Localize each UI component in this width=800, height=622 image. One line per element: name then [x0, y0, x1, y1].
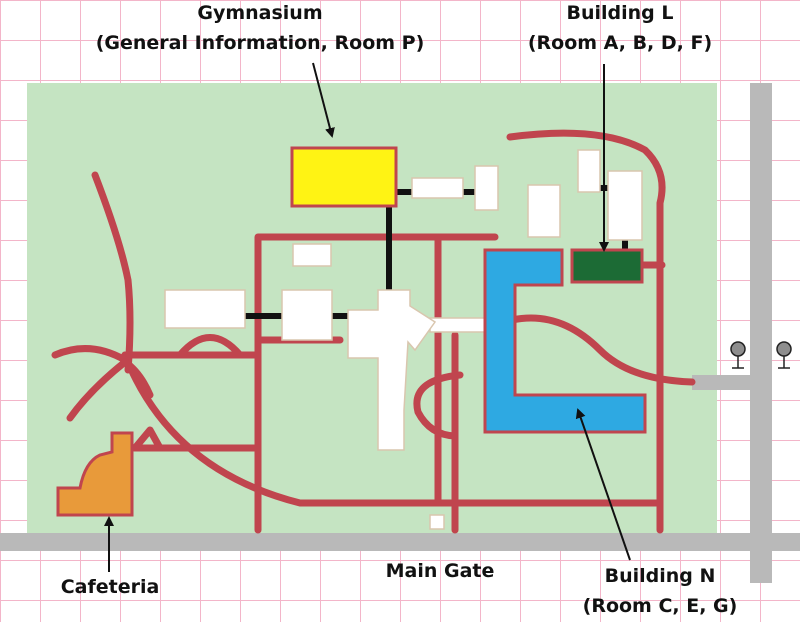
- streets: [0, 83, 800, 583]
- path: [131, 426, 164, 452]
- gymnasium-name: Gymnasium: [197, 2, 323, 24]
- street-main: [0, 533, 800, 551]
- building-l-name: Building L: [566, 2, 674, 24]
- cafeteria-name: Cafeteria: [60, 576, 160, 598]
- buildings: [164, 149, 643, 530]
- pathways: [51, 129, 696, 534]
- path: [506, 129, 666, 534]
- building: [164, 289, 246, 329]
- building: [607, 170, 643, 241]
- building-l: [570, 248, 644, 284]
- building: [281, 289, 333, 341]
- building: [429, 317, 487, 333]
- building: [527, 184, 561, 238]
- path: [51, 345, 129, 364]
- building: [411, 177, 464, 199]
- gymnasium-rooms: (General Information, Room P): [95, 32, 425, 54]
- main-gate-label: Main Gate: [350, 556, 530, 586]
- building-l-label: Building L (Room A, B, D, F): [490, 0, 750, 58]
- building-l-rooms: (Room A, B, D, F): [527, 32, 713, 54]
- street-spur: [692, 375, 772, 390]
- cafeteria-label: Cafeteria: [30, 572, 190, 602]
- path: [413, 371, 464, 440]
- building: [577, 149, 601, 193]
- cafeteria-building: [56, 431, 134, 517]
- building: [474, 165, 499, 211]
- building: [429, 514, 445, 530]
- street-east: [750, 83, 772, 583]
- pointer-arrows: [104, 62, 631, 572]
- path: [121, 351, 664, 507]
- path: [121, 358, 154, 399]
- path: [254, 233, 499, 534]
- building-n-name: Building N: [604, 565, 716, 587]
- main-gate-name: Main Gate: [385, 560, 495, 582]
- arrow-pointer-icon: [575, 408, 631, 561]
- path: [91, 171, 134, 374]
- building-n-label: Building N (Room C, E, G): [530, 561, 790, 621]
- path: [508, 314, 696, 386]
- building-main-hall: [347, 289, 437, 451]
- path: [176, 334, 244, 359]
- path: [66, 358, 129, 422]
- building: [292, 243, 332, 267]
- tree-icon: [776, 341, 792, 369]
- building-n-rooms: (Room C, E, G): [582, 595, 738, 617]
- building-n: [483, 248, 647, 434]
- gymnasium-building: [290, 146, 398, 208]
- tree-icon: [730, 341, 746, 369]
- arrow-pointer-icon: [312, 62, 335, 138]
- gymnasium-label: Gymnasium (General Information, Room P): [40, 0, 480, 58]
